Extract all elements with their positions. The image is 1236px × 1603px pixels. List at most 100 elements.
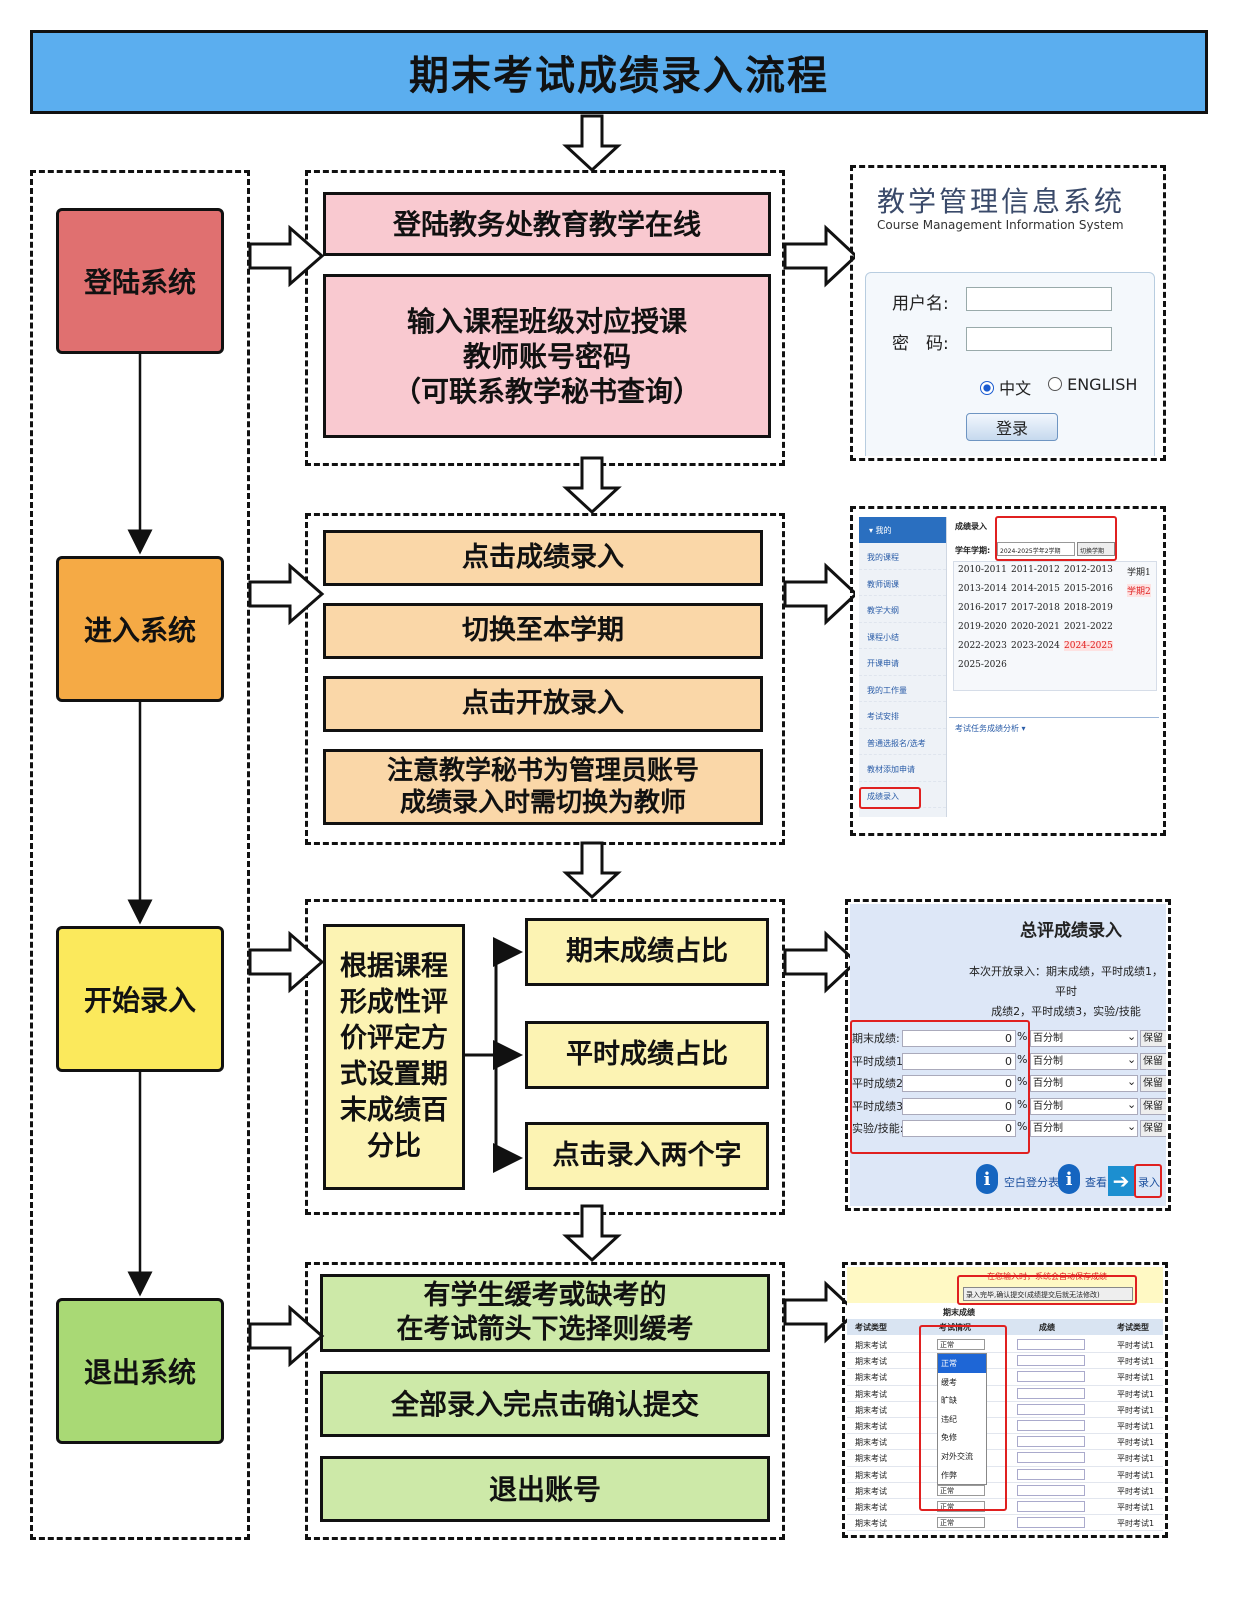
highlight-term-switch [995, 516, 1117, 561]
username-label: 用户名: [892, 294, 949, 314]
year-option[interactable]: 2014-2015 [1011, 584, 1060, 594]
status-select[interactable]: 正常 [937, 1501, 985, 1512]
score-percent-input[interactable]: 0 [902, 1052, 1016, 1070]
sidebar-item[interactable]: 教学大纲 [859, 596, 946, 623]
highlight-status-column [919, 1325, 1007, 1511]
score-screenshot: 总评成绩录入 本次开放录入：期末成绩，平时成绩1，平时 成绩2，平时成绩3，实验… [850, 904, 1166, 1206]
scheme-select[interactable]: 百分制 [1030, 1097, 1138, 1115]
score-input[interactable] [1017, 1355, 1085, 1367]
year-grid [953, 561, 1157, 691]
sidebar-item[interactable]: 普通选报名/选考 [859, 729, 946, 755]
year-option[interactable]: 2021-2022 [1064, 622, 1113, 632]
login-button[interactable]: 登录 [966, 413, 1058, 441]
score-percent-input[interactable]: 0 [902, 1097, 1016, 1115]
sidebar-item[interactable]: 教师调课 [859, 570, 946, 596]
exam-type-cell: 期末考试 [855, 1389, 887, 1399]
save-option[interactable]: 保留 [1140, 1030, 1166, 1047]
score-input[interactable] [1017, 1484, 1085, 1496]
score-input[interactable] [1017, 1339, 1085, 1350]
bottom-link[interactable]: 考试任务成绩分析 ▾ [955, 724, 1026, 733]
score-input[interactable] [1017, 1387, 1085, 1399]
dropdown-option[interactable]: 违纪 [941, 1414, 957, 1424]
score-input[interactable] [1017, 1371, 1085, 1383]
year-option[interactable]: 2016-2017 [958, 603, 1007, 613]
year-option[interactable]: 2022-2023 [958, 641, 1007, 651]
score-input[interactable] [1017, 1468, 1085, 1480]
score-percent-input[interactable]: 0 [902, 1120, 1016, 1137]
login-steps-frame [305, 170, 785, 466]
sidebar-item[interactable]: 教材添加申请 [859, 755, 946, 782]
score-input[interactable] [1017, 1501, 1085, 1512]
blank-sheet-button[interactable]: 空白登分表 [1004, 1176, 1059, 1189]
password-label: 密 码: [892, 334, 949, 354]
score-percent-input[interactable]: 0 [902, 1075, 1016, 1092]
score-input[interactable] [1017, 1403, 1085, 1415]
term-option[interactable]: 学期2 [1127, 584, 1151, 597]
lang-en-option[interactable]: ENGLISH [1048, 375, 1137, 394]
scheme-select[interactable]: 百分制 [1030, 1075, 1138, 1092]
enter-button[interactable]: 录入 [1138, 1176, 1160, 1189]
scheme-select[interactable]: 百分制 [1030, 1030, 1138, 1047]
scheme-select[interactable]: 百分制 [1030, 1120, 1138, 1137]
system-main: 成绩录入 学年学期: 2024-2025学年2学期 切换学期 考试任务成绩分析 … [949, 517, 1159, 817]
year-option[interactable]: 2013-2014 [958, 584, 1007, 594]
score-input[interactable] [1017, 1517, 1085, 1529]
year-option[interactable]: 2018-2019 [1064, 603, 1113, 613]
score-screenshot-frame [845, 899, 1171, 1211]
year-option[interactable]: 2020-2021 [1011, 622, 1060, 632]
term-select[interactable]: 2024-2025学年2学期 [997, 542, 1075, 556]
dropdown-option[interactable]: 对外交流 [941, 1451, 973, 1461]
lang-zh-option[interactable]: 中文 [980, 375, 1031, 399]
exam-type-cell-2: 平时考试1 [1117, 1438, 1155, 1448]
dropdown-option[interactable]: 正常 [938, 1354, 986, 1373]
score-percent-input[interactable]: 0 [902, 1030, 1016, 1047]
sidebar-item[interactable]: 课程小结 [859, 623, 946, 649]
sidebar-item[interactable]: 我的课程 [859, 543, 946, 570]
title-banner: 期末考试成绩录入流程 [30, 30, 1208, 114]
score-input[interactable] [1017, 1452, 1085, 1464]
save-option[interactable]: 保留 [1140, 1075, 1166, 1092]
password-field[interactable] [966, 327, 1112, 351]
score-input[interactable] [1017, 1420, 1085, 1431]
percent-unit: % [1017, 1052, 1028, 1066]
year-option[interactable]: 2019-2020 [958, 622, 1007, 632]
exam-type-cell-2: 平时考试1 [1117, 1470, 1155, 1480]
term-option[interactable]: 学期1 [1127, 568, 1151, 578]
save-option[interactable]: 保留 [1140, 1052, 1166, 1070]
year-option[interactable]: 2024-2025 [1064, 641, 1113, 651]
dropdown-option[interactable]: 旷缺 [941, 1396, 957, 1406]
year-option[interactable]: 2012-2013 [1064, 565, 1113, 575]
sidebar-item[interactable]: 我的工作量 [859, 676, 946, 702]
sidebar-item[interactable]: 考试安排 [859, 702, 946, 729]
scheme-select[interactable]: 百分制 [1030, 1052, 1138, 1070]
username-field[interactable] [966, 287, 1112, 311]
year-option[interactable]: 2015-2016 [1064, 584, 1113, 594]
radio-icon [1048, 377, 1062, 391]
exam-type-cell-2: 平时考试1 [1117, 1389, 1155, 1399]
save-option[interactable]: 保留 [1140, 1097, 1166, 1115]
table-row: 期末考试正常平时考试1 [847, 1515, 1163, 1532]
confirm-submit-button[interactable]: 录入完毕,确认提交(成绩提交后就无法修改) [963, 1287, 1133, 1301]
score-input[interactable] [1017, 1436, 1085, 1448]
status-dropdown[interactable]: 正常缓考旷缺违纪免修对外交流作弊 [937, 1353, 987, 1485]
status-select[interactable]: 正常 [937, 1484, 985, 1496]
stage-exit: 退出系统 [56, 1298, 224, 1444]
year-option[interactable]: 2011-2012 [1011, 565, 1060, 575]
save-option[interactable]: 保留 [1140, 1120, 1166, 1137]
dropdown-option[interactable]: 缓考 [941, 1377, 957, 1387]
switch-term-button[interactable]: 切换学期 [1077, 542, 1115, 556]
year-option[interactable]: 2017-2018 [1011, 603, 1060, 613]
table-row: 期末考试正常平时考试1 [847, 1499, 1163, 1516]
exam-type-cell: 期末考试 [855, 1454, 887, 1464]
highlight-enter-button [1134, 1164, 1162, 1198]
dropdown-option[interactable]: 作弊 [941, 1470, 957, 1480]
dropdown-option[interactable]: 免修 [941, 1433, 957, 1443]
status-select[interactable]: 正常 [937, 1517, 985, 1529]
year-option[interactable]: 2025-2026 [958, 660, 1007, 670]
year-option[interactable]: 2023-2024 [1011, 641, 1060, 651]
percent-unit: % [1017, 1075, 1028, 1088]
status-select[interactable]: 正常 [937, 1339, 985, 1350]
sidebar-item[interactable]: 开课申请 [859, 649, 946, 676]
view-button[interactable]: 查看 [1085, 1176, 1107, 1189]
year-option[interactable]: 2010-2011 [958, 565, 1007, 575]
